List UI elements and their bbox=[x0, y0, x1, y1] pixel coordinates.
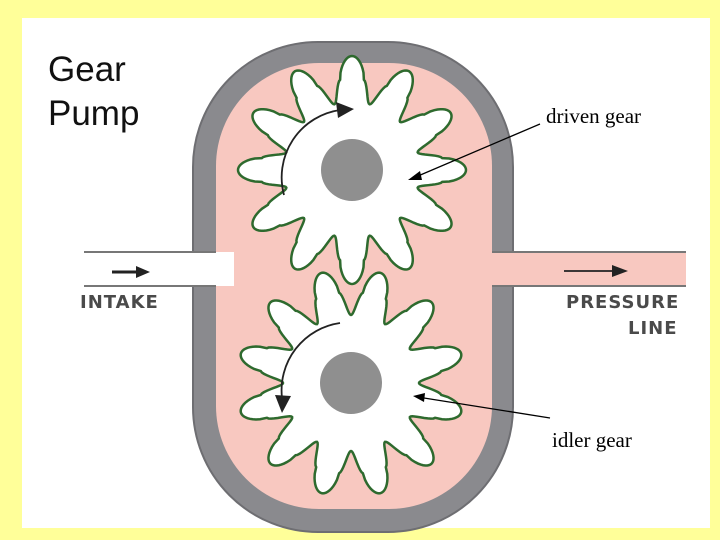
slide-title-line-2: Pump bbox=[48, 94, 140, 133]
driven-gear-leader-head bbox=[408, 171, 422, 180]
pressure-line-label-2: LINE bbox=[628, 318, 678, 339]
idler-gear-label: idler gear bbox=[552, 428, 632, 452]
driven-gear-label: driven gear bbox=[546, 104, 642, 128]
intake-pipe bbox=[84, 252, 234, 286]
flow-arrow-head bbox=[612, 265, 628, 277]
intake-label: INTAKE bbox=[80, 292, 159, 313]
rotation-arrow-icon bbox=[280, 322, 341, 399]
slide-title-line-1: Gear bbox=[48, 50, 126, 89]
pressure-line-label-1: PRESSURE bbox=[566, 292, 680, 313]
rotation-arrow-head bbox=[275, 395, 291, 413]
idler-gear-leader-head bbox=[413, 393, 425, 402]
rotation-arrow-head bbox=[336, 102, 354, 118]
rotation-arrow-icon bbox=[280, 109, 341, 196]
pressure-line-pipe bbox=[470, 252, 686, 286]
idler-gear-hub bbox=[320, 352, 382, 414]
driven-gear-leader-line bbox=[417, 123, 541, 177]
idler-gear-leader-line bbox=[423, 397, 551, 419]
flow-arrow-head bbox=[136, 266, 150, 278]
driven-gear-hub bbox=[321, 139, 383, 201]
